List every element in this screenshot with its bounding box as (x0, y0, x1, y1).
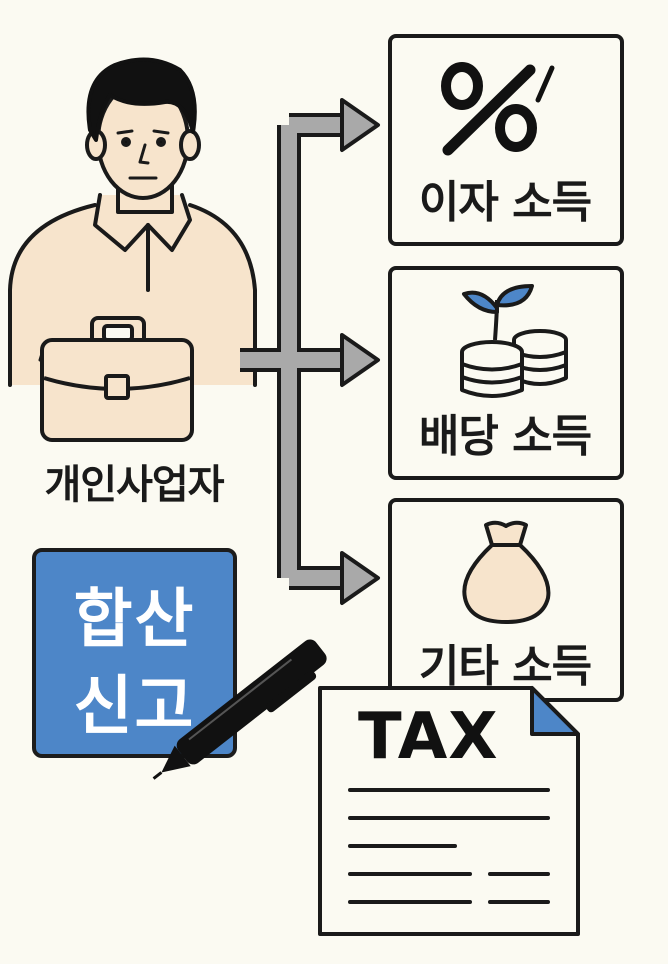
dividend-income-label: 배당 소득 (418, 411, 592, 462)
other-income-label: 기타 소득 (418, 641, 592, 692)
person-label: 개인사업자 (44, 462, 225, 508)
flow-arrows (240, 98, 380, 605)
interest-income-label: 이자 소득 (418, 177, 592, 228)
filing-label-line2: 신고 (73, 670, 196, 744)
tax-document-icon (318, 686, 580, 936)
arrow-head-dividend (340, 333, 380, 387)
arrow-head-interest (340, 98, 380, 152)
percent-icon (441, 62, 555, 156)
tax-document-title: TAX (358, 700, 499, 774)
briefcase-icon (40, 316, 194, 442)
arrow-head-other (340, 551, 380, 605)
coins-with-sprout-icon (460, 284, 568, 398)
filing-label-line1: 합산 (73, 583, 196, 657)
money-bag-icon (462, 520, 551, 624)
